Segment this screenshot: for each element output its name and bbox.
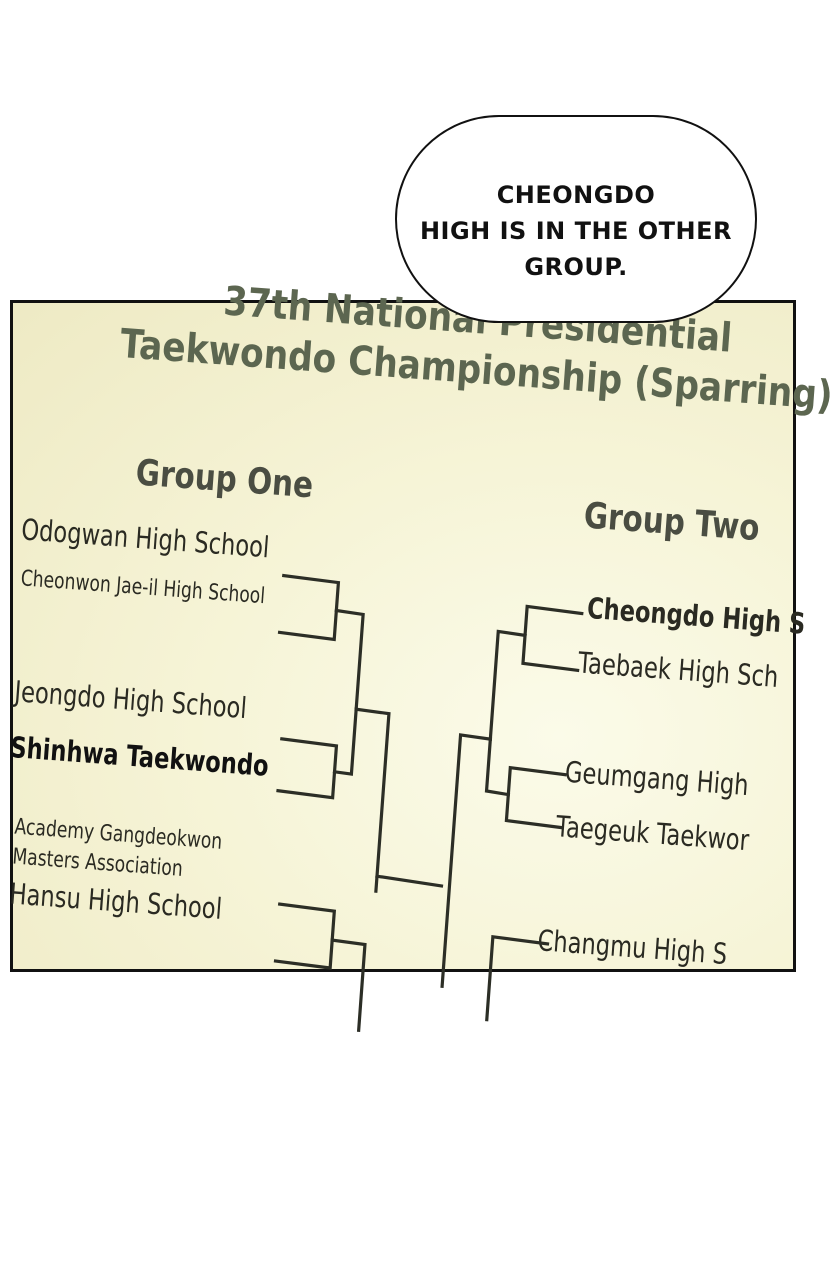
bracket-line: [504, 765, 567, 830]
bracket-line: [488, 629, 527, 741]
speech-line-2: HIGH IS IN THE OTHER: [419, 217, 733, 245]
speech-bubble-text: CHEONGDO HIGH IS IN THE OTHER GROUP.: [397, 177, 755, 285]
bracket-line: [276, 737, 339, 800]
bracket-line: [330, 938, 367, 1032]
speech-bubble: CHEONGDO HIGH IS IN THE OTHER GROUP.: [395, 115, 757, 323]
speech-line-3: GROUP.: [524, 253, 628, 281]
bracket-line: [440, 733, 493, 988]
bracket-line: [354, 707, 391, 893]
bracket-sheet: 37th National Presidential Taekwondo Cha…: [0, 278, 834, 1032]
bracket-line: [485, 935, 550, 1022]
bracket-line: [332, 707, 358, 776]
bracket-line: [484, 737, 511, 797]
bracket-line: [334, 608, 365, 711]
bracket-line: [273, 902, 337, 970]
bracket-line: [521, 604, 584, 673]
speech-line-1: CHEONGDO: [496, 181, 656, 209]
bracket-line: [375, 874, 444, 888]
manga-panel: 37th National Presidential Taekwondo Cha…: [9, 278, 834, 1032]
bracket-line: [277, 573, 341, 642]
bracket-lines: [273, 573, 584, 1032]
